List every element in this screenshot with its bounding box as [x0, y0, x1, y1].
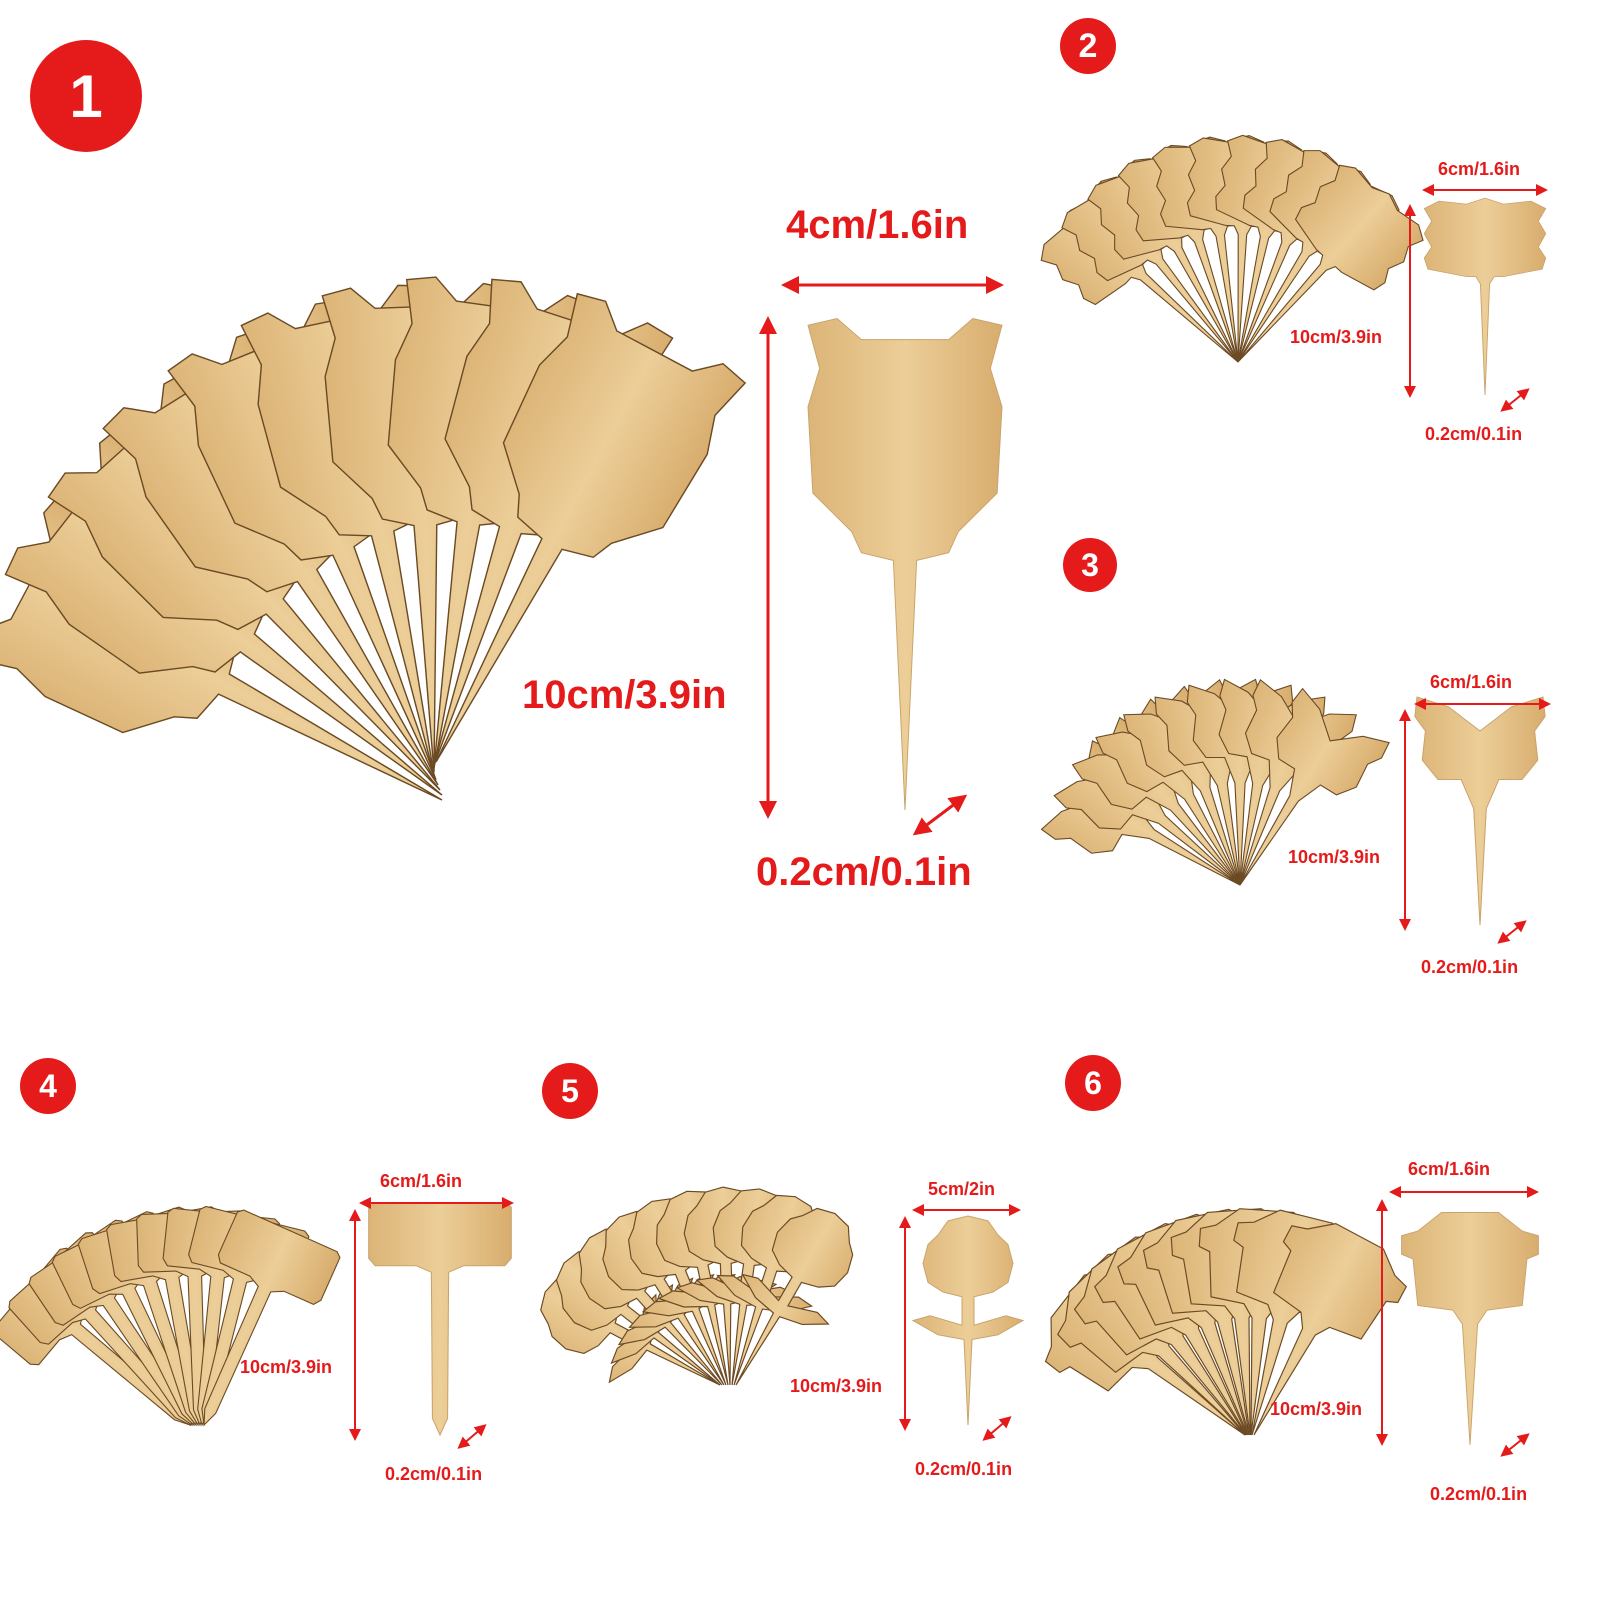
panel-4-fan: [0, 1204, 343, 1469]
panel-2-fan: [1031, 128, 1432, 405]
panel-2-height-label: 10cm/3.9in: [1290, 327, 1383, 347]
panel-5-number-badge: 5: [542, 1063, 598, 1119]
panel-6-width-label: 6cm/1.6in: [1408, 1159, 1491, 1179]
panel-2-number-badge: 2: [1060, 18, 1116, 74]
panel-6-single-tag: [1401, 1212, 1539, 1446]
panel-1-dimension-lines: [759, 276, 1004, 836]
panel-3-dimension-lines: [1399, 698, 1551, 944]
panel-3-height-label: 10cm/3.9in: [1288, 847, 1381, 867]
panel-5-dimension-lines: [899, 1204, 1021, 1441]
panel-2-thickness-label: 0.2cm/0.1in: [1425, 424, 1523, 444]
panel-3-number-badge: 3: [1063, 538, 1117, 592]
panel-4-width-label: 6cm/1.6in: [380, 1171, 463, 1191]
panel-6-height-label: 10cm/3.9in: [1270, 1399, 1363, 1419]
panel-6-fan: [1027, 1200, 1418, 1487]
panel-3-thickness-label: 0.2cm/0.1in: [1421, 957, 1519, 977]
panel-4-number-badge: 4: [20, 1058, 76, 1114]
panel-2-width-label: 6cm/1.6in: [1438, 159, 1521, 179]
panel-1-number-badge: 1: [30, 40, 142, 152]
panel-6-number-badge: 6: [1065, 1055, 1121, 1111]
panel-4-height-label: 10cm/3.9in: [240, 1357, 333, 1377]
panel-3-single-tag: [1414, 696, 1546, 926]
panel-1-single-tag: [807, 317, 1003, 811]
panel-5-width-label: 5cm/2in: [928, 1179, 996, 1199]
panel-2-dimension-lines: [1404, 184, 1548, 412]
panel-6-thickness-label: 0.2cm/0.1in: [1430, 1484, 1528, 1504]
panel-3-fan: [1040, 678, 1392, 932]
panel-1-width-label: 4cm/1.6in: [786, 203, 969, 247]
panel-2-single-tag: [1423, 197, 1547, 396]
panel-5-height-label: 10cm/3.9in: [790, 1376, 883, 1396]
panel-4-single-tag: [368, 1201, 512, 1436]
panel-5-single-tag: [912, 1215, 1024, 1426]
panel-5-thickness-label: 0.2cm/0.1in: [915, 1459, 1013, 1479]
panel-1-thickness-label: 0.2cm/0.1in: [756, 850, 972, 894]
panel-1-fan: [0, 272, 749, 885]
panel-4-dimension-lines: [349, 1197, 514, 1449]
panel-4-thickness-label: 0.2cm/0.1in: [385, 1464, 483, 1484]
panel-1-height-label: 10cm/3.9in: [522, 673, 727, 717]
panel-6-dimension-lines: [1376, 1186, 1539, 1457]
panel-3-width-label: 6cm/1.6in: [1430, 672, 1513, 692]
